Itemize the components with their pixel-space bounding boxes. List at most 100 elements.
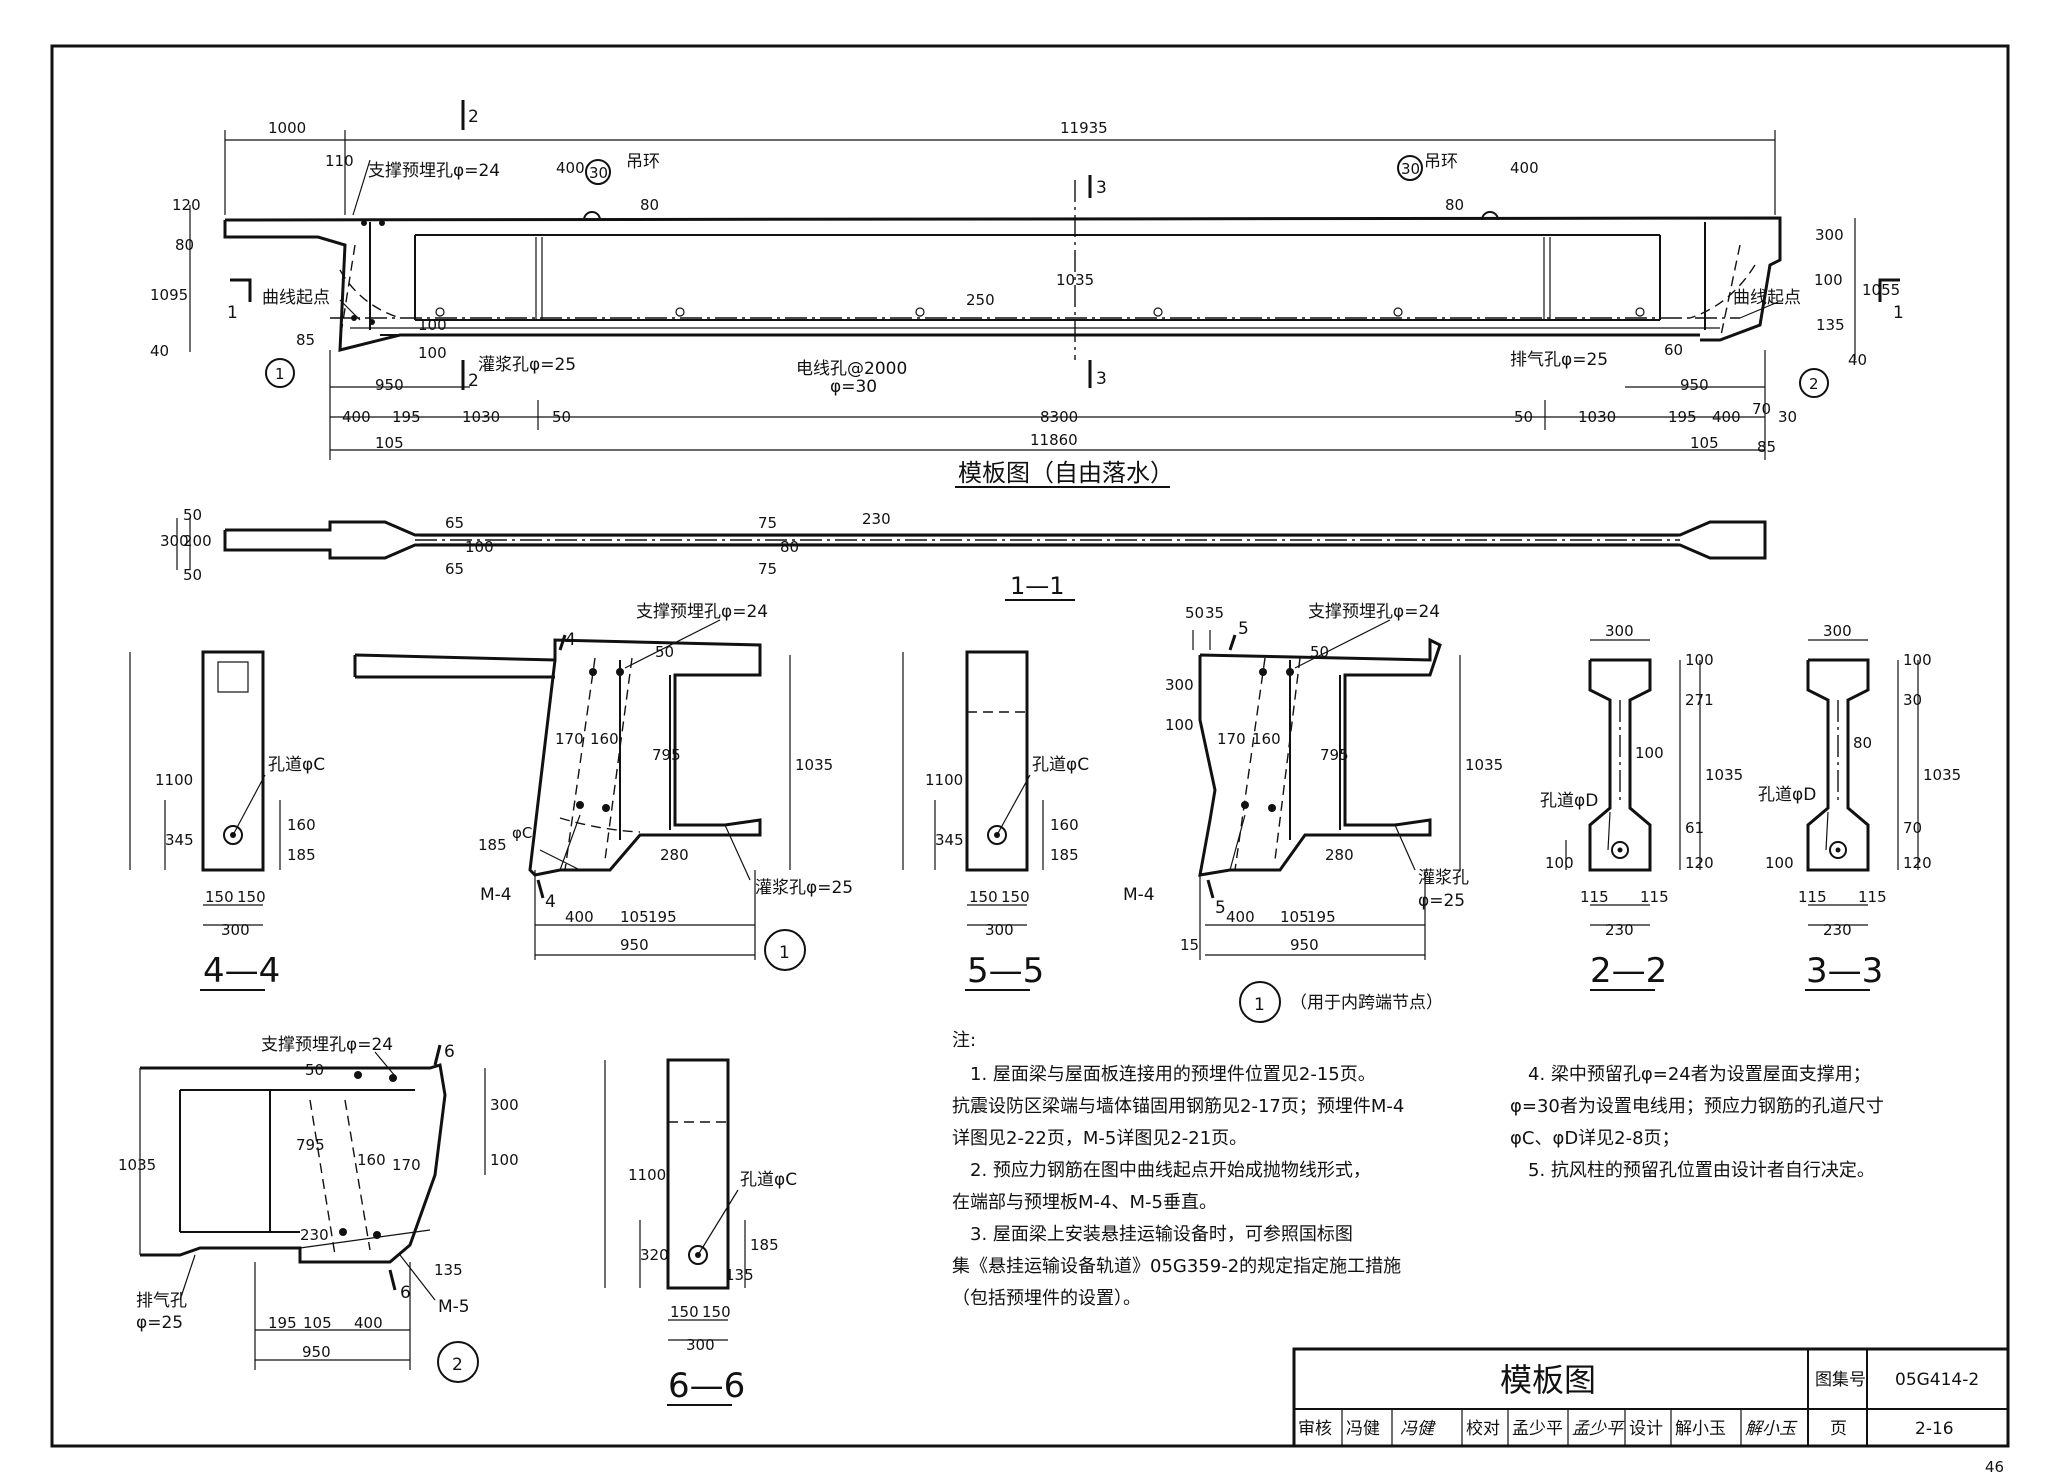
wire-hole-marker [1153, 307, 1163, 317]
sec55-dim-1100: 1100 [925, 771, 963, 789]
note-right-0: 4. 梁中预留孔φ=24者为设置屋面支撑用； [1528, 1064, 1871, 1085]
dim-80a: 80 [640, 196, 659, 214]
support-hole-dot [379, 220, 385, 226]
node1b-dim-15: 15 [1180, 936, 1199, 954]
wire-hole-marker [675, 307, 685, 317]
dim-overall-top: 11935 [1060, 119, 1108, 137]
section-mark-2-bottom: 2 [468, 371, 479, 391]
title-review-name: 冯健 [1346, 1419, 1380, 1439]
sec55-dim-160: 160 [1050, 816, 1079, 834]
sec55-dim-345: 345 [935, 831, 964, 849]
node1-dim-195: 195 [648, 908, 677, 926]
notes-heading: 注: [952, 1030, 976, 1051]
dim-80c: 80 [175, 236, 194, 254]
node1b-dim-100: 100 [1165, 716, 1194, 734]
label-curve-start-right: 曲线起点 [1733, 288, 1801, 308]
node1-dim-phic: φC [512, 824, 532, 842]
title-check-sign: 孟少平 [1572, 1419, 1625, 1439]
sec22-dim-120: 120 [1685, 854, 1714, 872]
node1b-dim-170: 170 [1217, 730, 1246, 748]
node1b-dim-35: 35 [1205, 604, 1224, 622]
node1-dim-105: 105 [620, 908, 649, 926]
node1b-dim-280: 280 [1325, 846, 1354, 864]
sec22-dim-115b: 115 [1640, 888, 1669, 906]
dim-110: 110 [325, 152, 354, 170]
sec44-dim-185: 185 [287, 846, 316, 864]
sec44-dim-1100: 1100 [155, 771, 193, 789]
sec33-dim-80: 80 [1853, 734, 1872, 752]
dim-85: 85 [296, 331, 315, 349]
note-left-6: 集《悬挂运输设备轨道》05G359-2的规定指定施工措施 [952, 1256, 1401, 1277]
sec11-dim-100: 100 [465, 538, 494, 556]
note-right-3: 5. 抗风柱的预留孔位置由设计者自行决定。 [1528, 1160, 1875, 1181]
note-left-2: 详图见2-22页，M-5详图见2-21页。 [952, 1128, 1247, 1149]
sec55-dim-150a: 150 [969, 888, 998, 906]
dim-250: 250 [966, 291, 995, 309]
dim-left-overhang: 1000 [268, 119, 306, 137]
sec33-dim-100b: 100 [1765, 854, 1794, 872]
sec33-title: 3—3 [1806, 951, 1883, 991]
dim-hook-left: 400 [556, 159, 585, 177]
node2-dim-950: 950 [302, 1343, 331, 1361]
dim-mid-8300: 8300 [1040, 408, 1078, 426]
ring-number-marker [1397, 155, 1423, 181]
dim-hook-right: 400 [1510, 159, 1539, 177]
sec44-hole-label: 孔道φC [268, 755, 325, 775]
dim-40b: 40 [1848, 351, 1867, 369]
sec33-dim-120: 120 [1903, 854, 1932, 872]
node2-dim-100: 100 [490, 1151, 519, 1169]
node1-sec-top: 4 [565, 630, 576, 650]
node1b-dim-50: 50 [1185, 604, 1204, 622]
sec55-title: 5—5 [967, 951, 1044, 991]
sec44-dim-345: 345 [165, 831, 194, 849]
node1b-sec-bottom: 5 [1215, 898, 1226, 918]
node1b-dim-195: 195 [1307, 908, 1336, 926]
node1b-sec-top: 5 [1238, 619, 1249, 639]
node1b-dim-50b: 50 [1310, 643, 1329, 661]
sec55-dim-150b: 150 [1001, 888, 1030, 906]
node2-vent-label: 排气孔 [136, 1291, 187, 1311]
sec55-dim-185: 185 [1050, 846, 1079, 864]
sec22-title: 2—2 [1590, 951, 1667, 991]
node2-vent-dia: φ=25 [136, 1313, 183, 1333]
node-1b-detail: 支撑预埋孔φ=24 5 5 50 35 300 100 170 160 795 … [1123, 602, 1503, 1023]
sec11-dim-65a: 65 [445, 514, 464, 532]
sec11-dim-75a: 75 [758, 514, 777, 532]
node1b-dim-795: 795 [1320, 746, 1349, 764]
title-check-name: 孟少平 [1512, 1419, 1563, 1439]
node1b-dim-300: 300 [1165, 676, 1194, 694]
sec22-dim-100b: 100 [1635, 744, 1664, 762]
sec22-dim-230: 230 [1605, 921, 1634, 939]
sec66-title: 6—6 [668, 1366, 745, 1406]
sec22-dim-61: 61 [1685, 819, 1704, 837]
node2-dim-1035: 1035 [118, 1156, 156, 1174]
detail-marker-1 [265, 358, 295, 388]
dim-l50: 50 [552, 408, 571, 426]
detail-num-1: 1 [275, 365, 285, 383]
sec33-dim-1035: 1035 [1923, 766, 1961, 784]
node1b-number: 1 [1254, 995, 1265, 1015]
node1b-grout-dia: φ=25 [1418, 891, 1465, 911]
sec33-dim-230: 230 [1823, 921, 1852, 939]
sheet-border [50, 44, 2010, 1448]
node1b-support-hole: 支撑预埋孔φ=24 [1308, 602, 1440, 622]
node1-dim-160: 160 [590, 730, 619, 748]
sec22-dim-1035: 1035 [1705, 766, 1743, 784]
dim-1035: 1035 [1056, 271, 1094, 289]
sec66-dim-150b: 150 [702, 1303, 731, 1321]
sec33-dim-115a: 115 [1798, 888, 1827, 906]
note-right-2: φC、φD详见2-8页； [1510, 1128, 1680, 1149]
dim-overall-bottom: 11860 [1030, 431, 1078, 449]
label-wire-dia: φ=30 [830, 377, 877, 397]
node-1-detail: 支撑预埋孔φ=24 4 4 50 170 160 795 1035 185 φC… [353, 602, 853, 971]
ring-number-marker [585, 159, 611, 185]
section-mark-3-top: 3 [1096, 178, 1107, 198]
node1-dim-185: 185 [478, 836, 507, 854]
sec66-dim-150a: 150 [670, 1303, 699, 1321]
node2-dim-50: 50 [305, 1061, 324, 1079]
sec22-hole-label: 孔道φD [1540, 791, 1598, 811]
notes-block: 注: 1. 屋面梁与屋面板连接用的预埋件位置见2-15页。 抗震设防区梁端与墙体… [952, 1030, 1884, 1309]
hang-ring-icon [583, 211, 601, 221]
hang-ring-icon [1481, 211, 1499, 221]
node1-number: 1 [779, 943, 790, 963]
